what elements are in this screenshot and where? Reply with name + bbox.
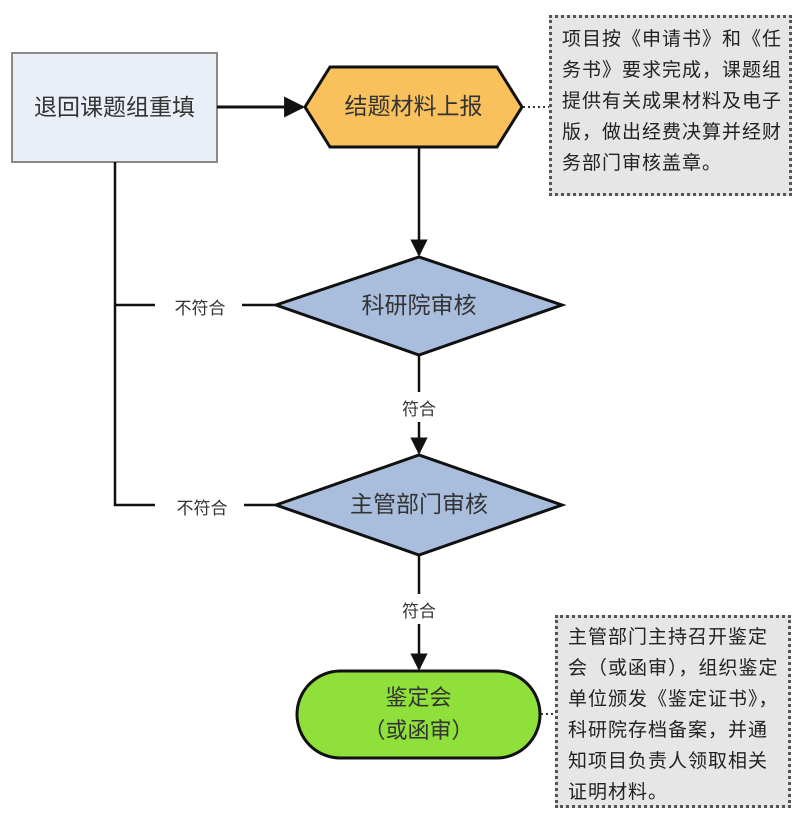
- edge-label-pass-1: 符合: [390, 395, 448, 420]
- review-department-diamond-shape[interactable]: [271, 453, 567, 557]
- return-box-shape[interactable]: [11, 52, 218, 163]
- edge-label-reject-2: 不符合: [160, 494, 244, 519]
- review-institute-label: 科研院审核: [361, 293, 477, 319]
- appraisal-terminator-shape[interactable]: [295, 669, 542, 760]
- review-institute-diamond-shape[interactable]: [271, 255, 567, 357]
- appraisal-label: 鉴定会 （或函审）: [363, 685, 474, 744]
- submit-hexagon-shape[interactable]: [303, 65, 524, 149]
- edge-label-reject-1: 不符合: [158, 294, 242, 319]
- return-box-label: 退回课题组重填: [34, 94, 195, 121]
- submit-annotation-note: 项目按《申请书》和《任务书》要求完成，课题组提供有关成果材料及电子版，做出经费决…: [549, 15, 792, 196]
- edge-label-pass-2: 符合: [390, 597, 448, 622]
- review-department-label: 主管部门审核: [350, 492, 488, 518]
- submit-label: 结题材料上报: [344, 94, 483, 120]
- appraisal-annotation-note: 主管部门主持召开鉴定会（或函审），组织鉴定单位颁发《鉴定证书》，科研院存档备案，…: [555, 615, 791, 808]
